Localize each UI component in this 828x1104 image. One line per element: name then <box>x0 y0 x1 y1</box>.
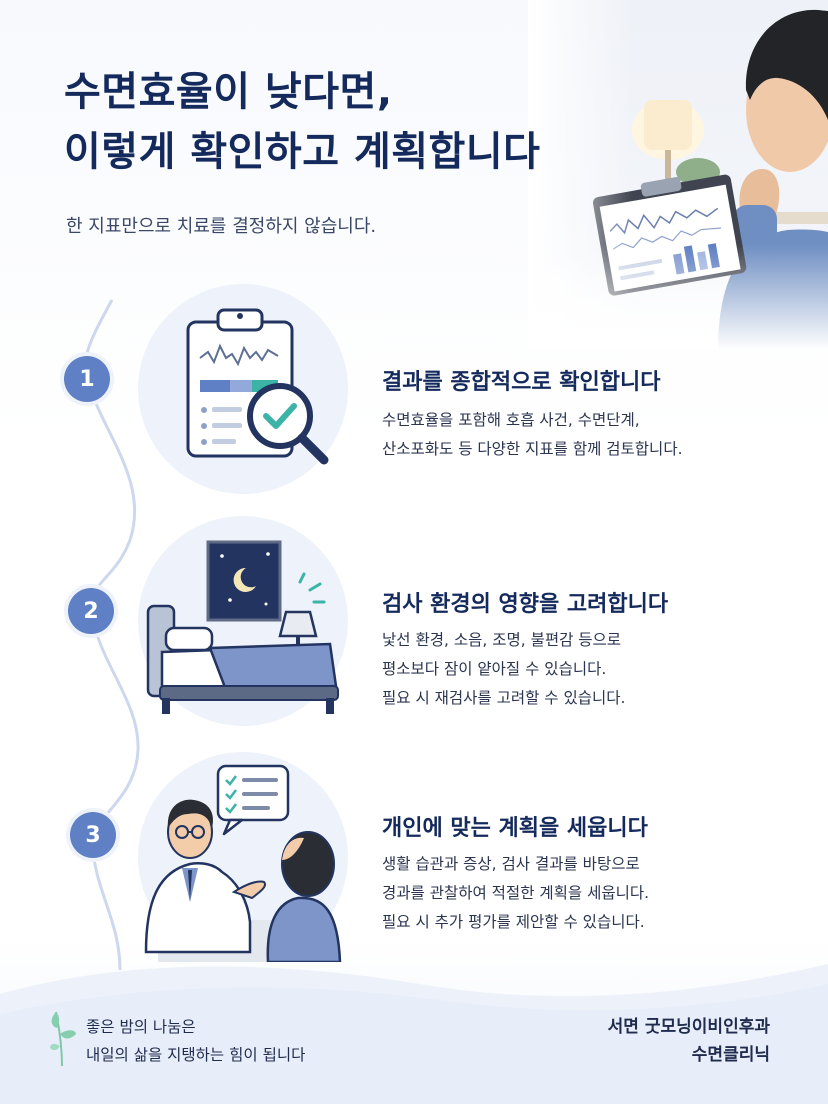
step-3-title: 개인에 맞는 계획을 세웁니다 <box>382 816 648 841</box>
step-1-number-badge: 1 <box>64 356 110 402</box>
step-2-description: 낯선 환경, 소음, 조명, 불편감 등으로 평소보다 잠이 얕아질 수 있습니… <box>382 626 625 713</box>
step-2-title: 검사 환경의 영향을 고려합니다 <box>382 592 669 617</box>
footer-slogan-line-2: 내일의 삶을 지탱하는 힘이 됩니다 <box>86 1046 306 1064</box>
leaf-icon <box>50 1011 76 1067</box>
footer-wave-background <box>0 964 828 1104</box>
step-3-number-badge: 3 <box>70 812 116 858</box>
clipboard-magnifier-icon <box>186 308 329 465</box>
clinic-name: 서면 굿모닝이비인후과 수면클리닉 <box>608 1013 770 1069</box>
patient-reviewing-report-illustration <box>528 0 828 350</box>
doctor-consultation-icon <box>144 764 342 962</box>
clinic-name-line-1: 서면 굿모닝이비인후과 <box>607 1017 770 1037</box>
step-3-description: 생활 습관과 증상, 검사 결과를 바탕으로 경과를 관찰하여 적절한 계획을 … <box>382 850 649 937</box>
page-title-line-1: 수면효율이 낮다면, <box>64 69 393 115</box>
step-1-title: 결과를 종합적으로 확인합니다 <box>382 370 661 395</box>
page-subtitle: 한 지표만으로 치료를 결정하지 않습니다. <box>66 216 377 237</box>
clinic-name-line-2: 수면클리닉 <box>691 1045 770 1065</box>
page-title-line-2: 이렇게 확인하고 계획합니다 <box>64 129 541 175</box>
step-2-desc-line: 낯선 환경, 소음, 조명, 불편감 등으로 <box>382 631 622 649</box>
step-2-illustration <box>138 516 348 726</box>
step-2-desc-line: 평소보다 잠이 얕아질 수 있습니다. <box>382 660 607 678</box>
page-title: 수면효율이 낮다면, 이렇게 확인하고 계획합니다 <box>64 62 540 182</box>
step-2-number-badge: 2 <box>68 588 114 634</box>
step-1-desc-line: 산소포화도 등 다양한 지표를 함께 검토합니다. <box>382 440 683 458</box>
step-3-desc-line: 생활 습관과 증상, 검사 결과를 바탕으로 <box>382 855 640 873</box>
step-1-desc-line: 수면효율을 포함해 호흡 사건, 수면단계, <box>382 411 640 429</box>
step-3-illustration <box>138 752 348 962</box>
step-1-description: 수면효율을 포함해 호흡 사건, 수면단계, 산소포화도 등 다양한 지표를 함… <box>382 406 683 464</box>
step-2-desc-line: 필요 시 재검사를 고려할 수 있습니다. <box>382 689 626 707</box>
bedroom-icon <box>146 540 339 714</box>
step-1-illustration <box>138 284 348 494</box>
step-3-desc-line: 필요 시 추가 평가를 제안할 수 있습니다. <box>382 913 645 931</box>
step-3-desc-line: 경과를 관찰하여 적절한 계획을 세웁니다. <box>382 884 650 902</box>
footer-slogan-line-1: 좋은 밤의 나눔은 <box>86 1018 196 1036</box>
footer-slogan: 좋은 밤의 나눔은 내일의 삶을 지탱하는 힘이 됩니다 <box>86 1013 305 1069</box>
